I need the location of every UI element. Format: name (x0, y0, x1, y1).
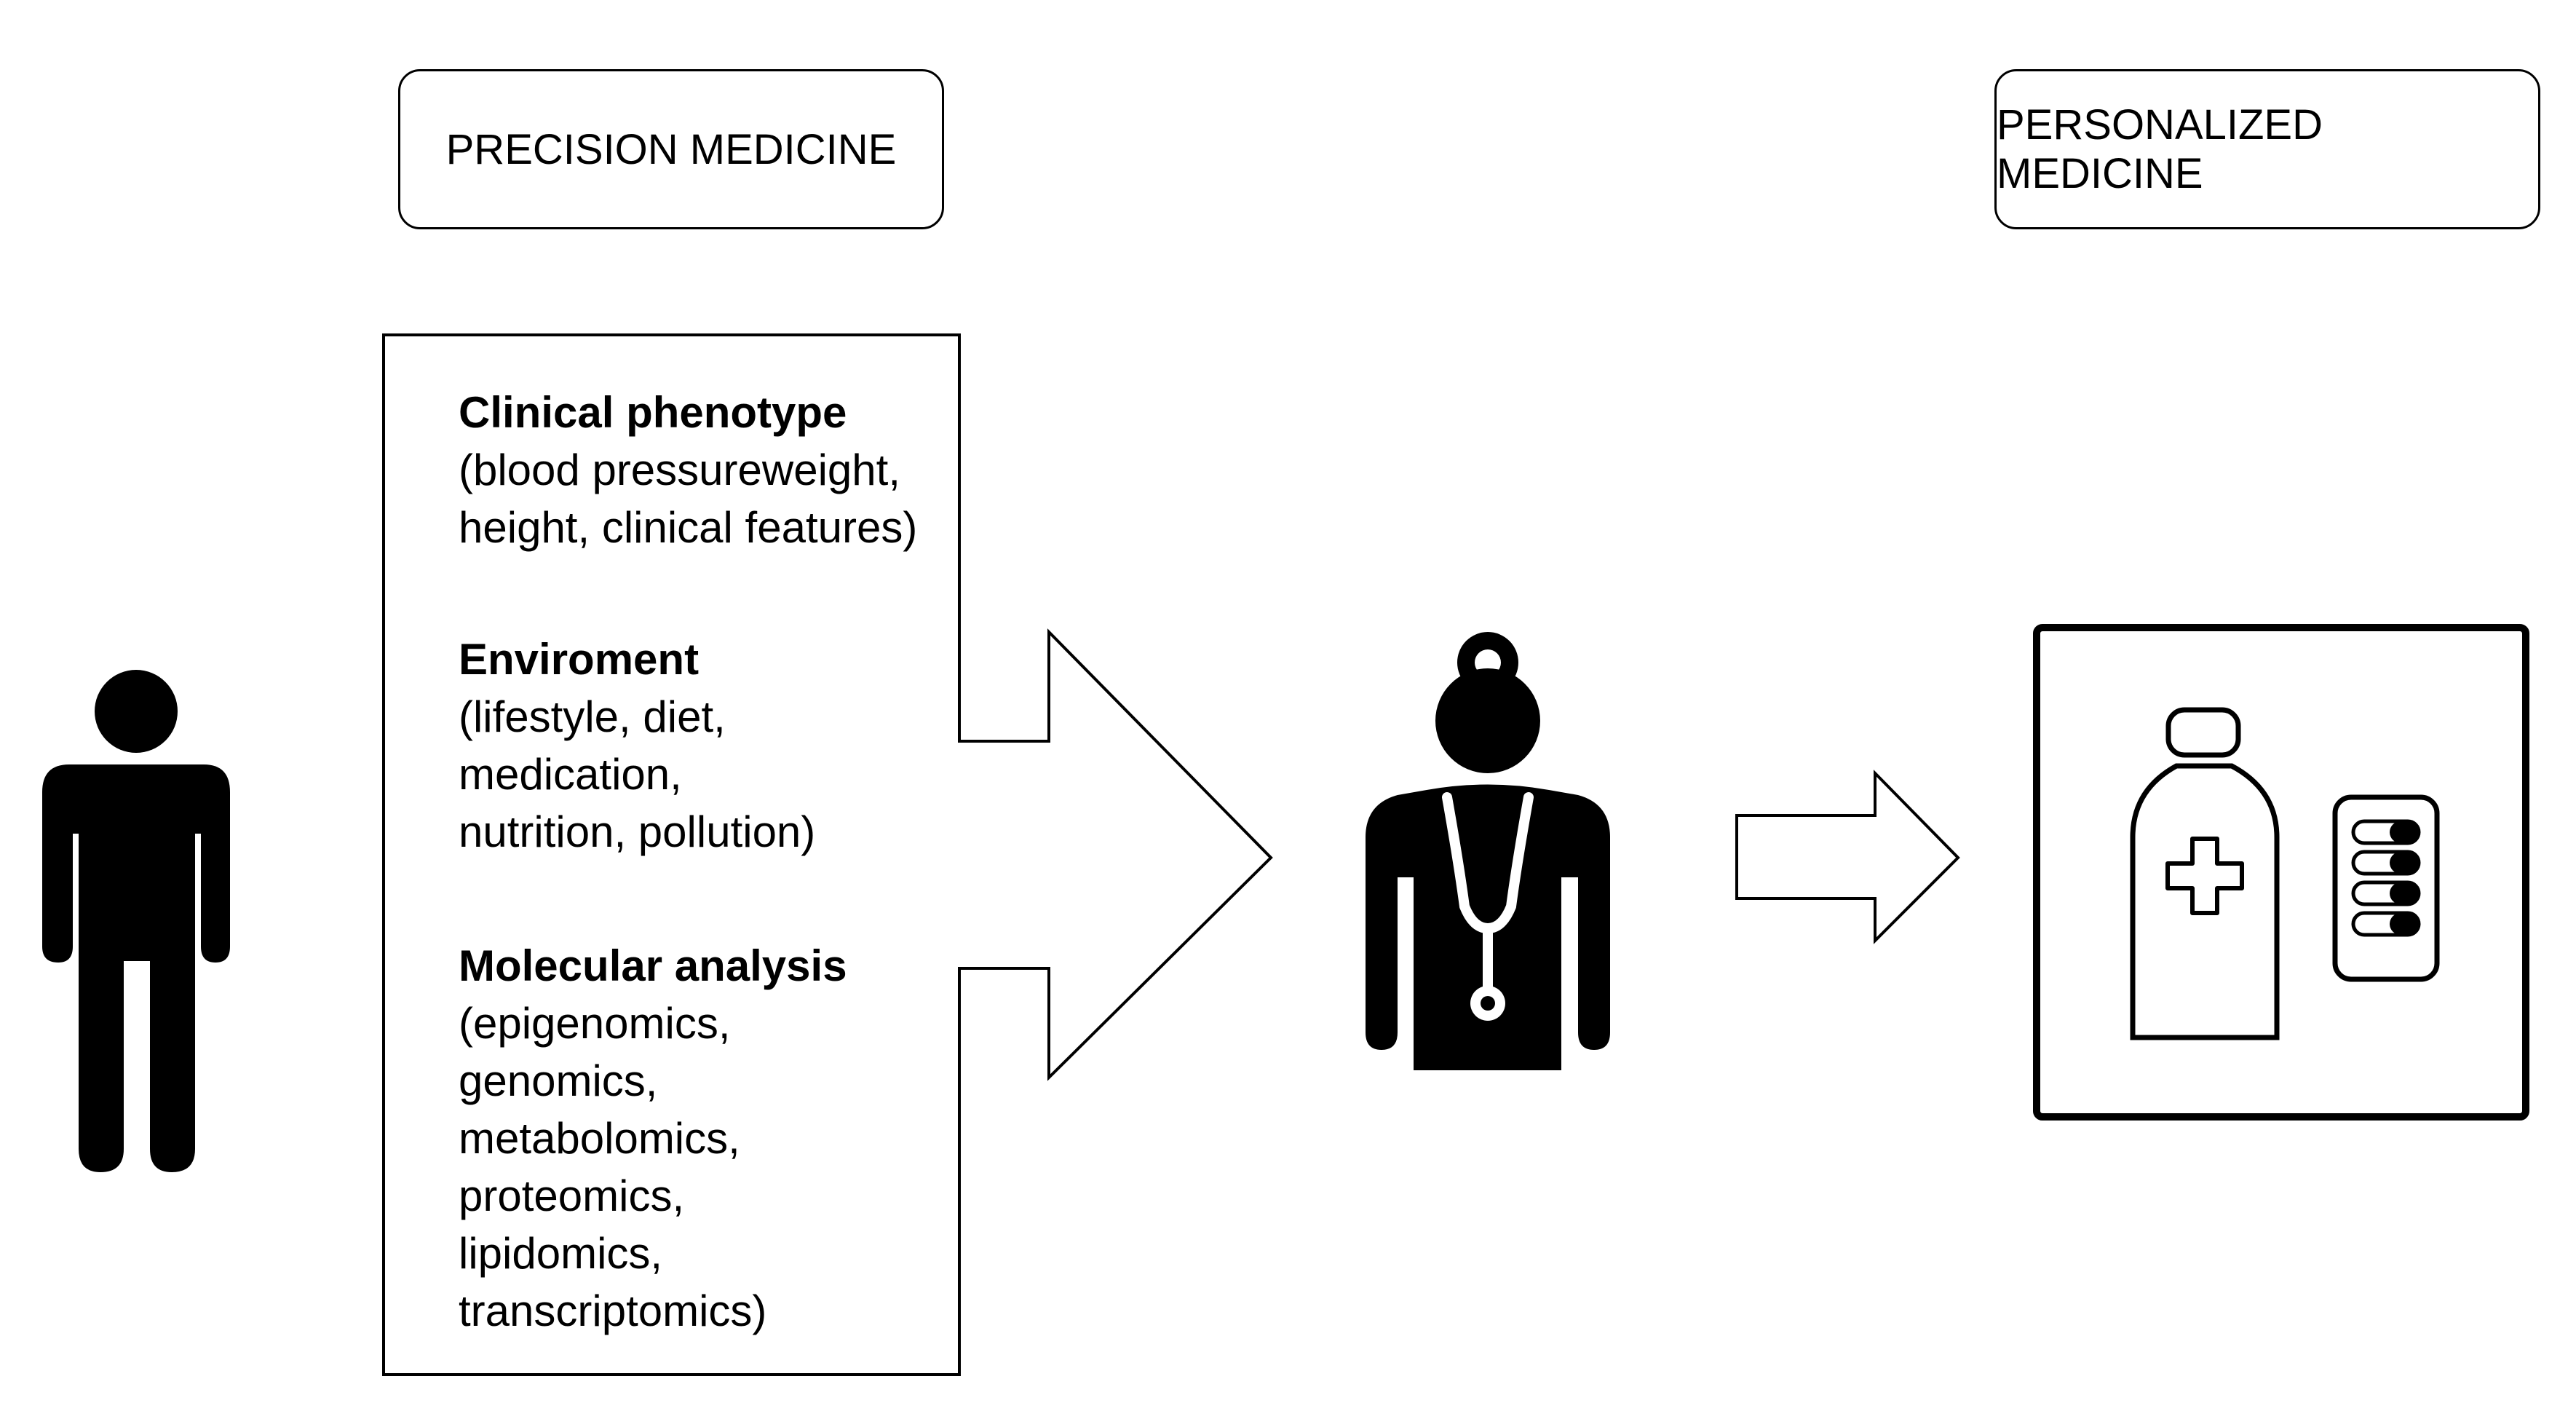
molecular-analysis-detail: (epigenomics, genomics, metabolomics, pr… (459, 999, 767, 1335)
molecular-analysis-title: Molecular analysis (459, 941, 847, 990)
clinical-phenotype-block: Clinical phenotype (blood pressureweight… (459, 384, 917, 556)
environment-block: Enviroment (lifestyle, diet, medication,… (459, 631, 815, 861)
doctor-icon (1366, 632, 1610, 1070)
factors-arrow-box (382, 333, 1273, 1376)
personalized-medicine-text: PERSONALIZED MEDICINE (1997, 101, 2323, 197)
environment-title: Enviroment (459, 635, 700, 684)
personalized-medicine-label: PERSONALIZED MEDICINE (1994, 69, 2540, 229)
clinical-phenotype-detail: (blood pressureweight, height, clinical … (459, 446, 918, 552)
person-icon (42, 670, 230, 1172)
clinical-phenotype-title: Clinical phenotype (459, 388, 847, 437)
environment-detail: (lifestyle, diet, medication, nutrition,… (459, 692, 816, 856)
pill-row (2351, 819, 2421, 937)
outcome-arrow (1735, 770, 1960, 944)
precision-medicine-text: PRECISION MEDICINE (445, 125, 897, 173)
medication-icon (2033, 624, 2529, 1121)
precision-medicine-label: PRECISION MEDICINE (398, 69, 944, 229)
molecular-analysis-block: Molecular analysis (epigenomics, genomic… (459, 937, 847, 1340)
